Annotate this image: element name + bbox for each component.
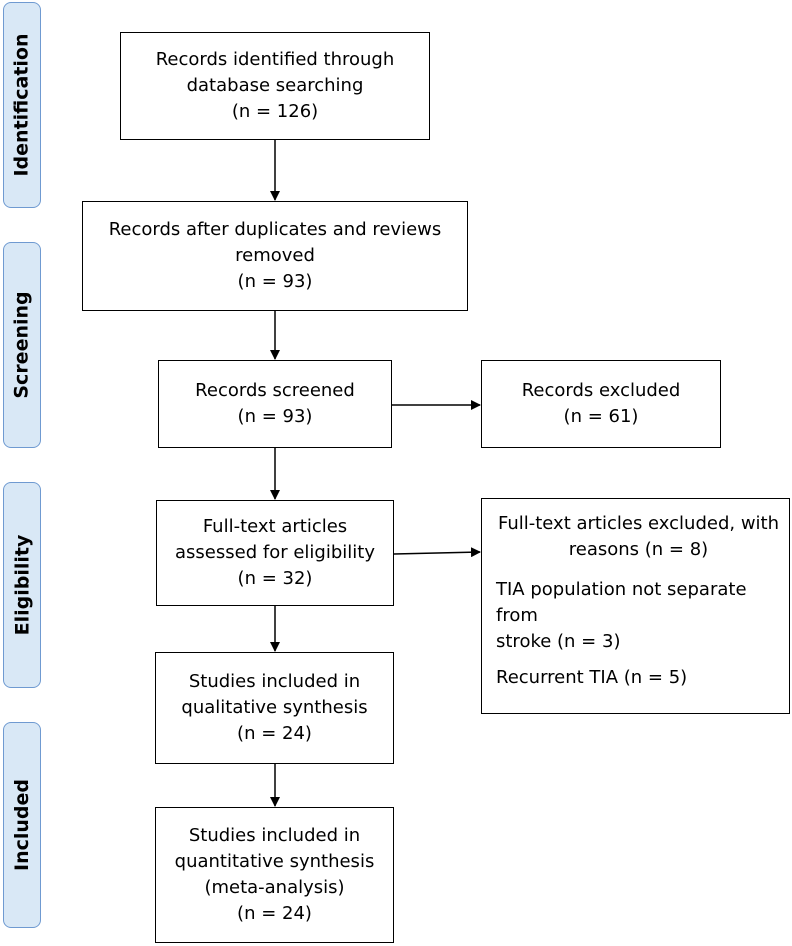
box-records-excluded-count: (n = 61): [563, 406, 639, 427]
box-records-after-duplicates: Records after duplicates and reviews rem…: [82, 201, 468, 311]
box-quantitative-line1: Studies included in: [188, 825, 361, 846]
box-fulltext-excluded-reason1: TIA population not separate from stroke …: [496, 577, 781, 655]
box-quantitative-line3: (meta-analysis): [204, 877, 345, 898]
box-qualitative-synthesis: Studies included in qualitative synthesi…: [155, 652, 394, 764]
box-fulltext-excluded-reason1-line1: TIA population not separate from: [496, 579, 747, 626]
box-fulltext-assessed-count: (n = 32): [237, 568, 313, 589]
box-fulltext-assessed-line1: Full-text articles: [202, 516, 348, 537]
box-records-screened: Records screened (n = 93): [158, 360, 392, 448]
box-fulltext-excluded-reason1-line2: stroke (n = 3): [496, 631, 621, 652]
box-records-screened-count: (n = 93): [237, 406, 313, 427]
box-records-screened-line1: Records screened: [195, 380, 355, 401]
box-fulltext-assessed-line2: assessed for eligibility: [175, 542, 375, 563]
box-after-duplicates-line2: removed: [235, 245, 315, 266]
box-fulltext-excluded: Full-text articles excluded, with reason…: [481, 498, 790, 714]
box-fulltext-excluded-line2: reasons (n = 8): [568, 539, 709, 560]
phase-eligibility: Eligibility: [3, 482, 41, 688]
box-quantitative-synthesis: Studies included in quantitative synthes…: [155, 807, 394, 943]
box-records-excluded-line1: Records excluded: [521, 380, 681, 401]
box-fulltext-assessed: Full-text articles assessed for eligibil…: [156, 500, 394, 606]
box-qualitative-line1: Studies included in: [188, 671, 361, 692]
box-records-identified-line2: database searching: [186, 75, 364, 96]
phase-included: Included: [3, 722, 41, 928]
box-records-identified: Records identified through database sear…: [120, 32, 430, 140]
box-after-duplicates-line1: Records after duplicates and reviews: [108, 219, 442, 240]
arrow-fulltext-to-excluded: [393, 547, 481, 558]
box-records-identified-line1: Records identified through: [155, 49, 395, 70]
phase-identification: Identification: [3, 2, 41, 208]
box-fulltext-excluded-reason2: Recurrent TIA (n = 5): [496, 665, 687, 691]
box-records-excluded: Records excluded (n = 61): [481, 360, 721, 448]
box-quantitative-line2: quantitative synthesis: [174, 851, 375, 872]
box-qualitative-line2: qualitative synthesis: [181, 697, 368, 718]
box-records-identified-count: (n = 126): [231, 101, 319, 122]
box-quantitative-count: (n = 24): [237, 903, 312, 924]
box-fulltext-excluded-heading: Full-text articles excluded, with reason…: [498, 511, 779, 563]
box-after-duplicates-count: (n = 93): [237, 271, 313, 292]
phase-screening: Screening: [3, 242, 41, 448]
box-fulltext-excluded-line1: Full-text articles excluded, with: [497, 513, 780, 534]
box-fulltext-excluded-reason2-line: Recurrent TIA (n = 5): [496, 667, 688, 688]
box-qualitative-count: (n = 24): [237, 723, 312, 744]
